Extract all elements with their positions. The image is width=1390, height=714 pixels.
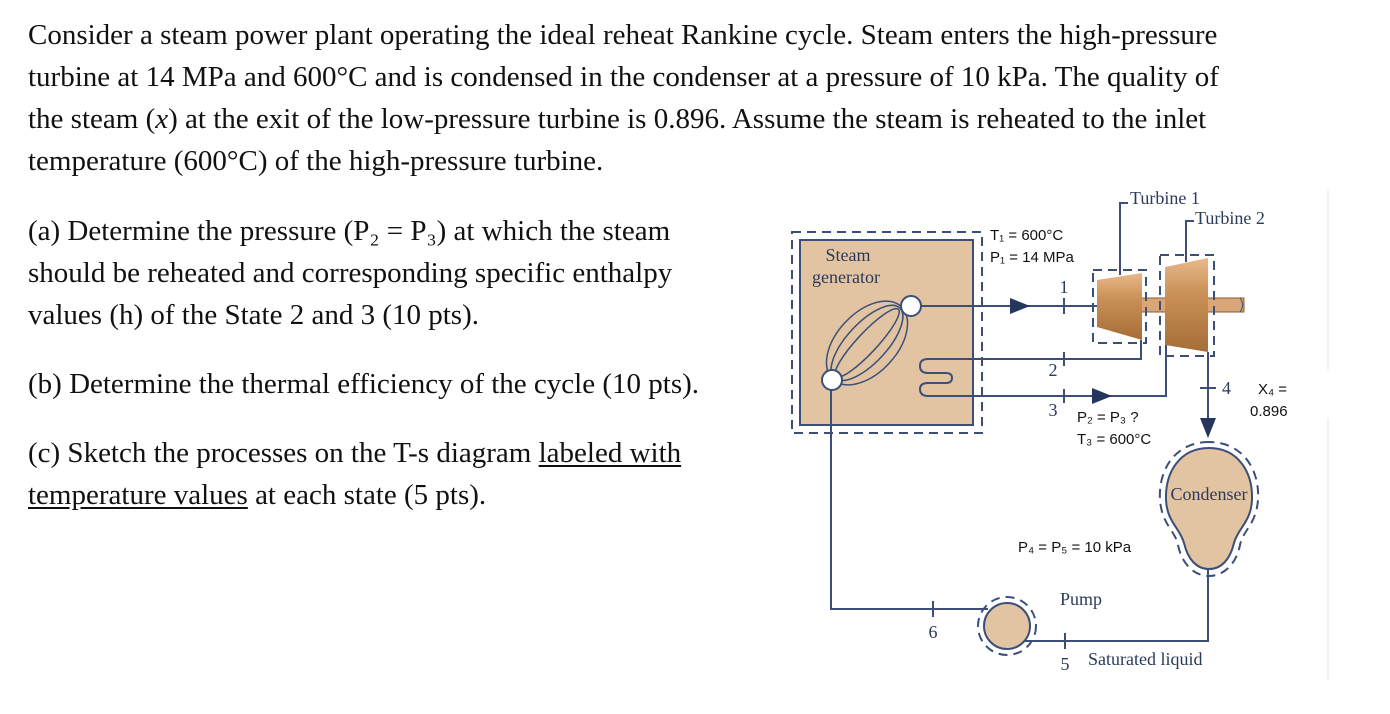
state-1-label: 1 [1060, 277, 1069, 297]
part-b: (b) Determine the thermal efficiency of … [28, 368, 700, 400]
underlined-text: temperature values [28, 479, 248, 511]
intro-line-3: the steam (x) at the exit of the low-pre… [28, 102, 1206, 136]
state-2-label: 2 [1049, 360, 1058, 380]
leader [1119, 202, 1128, 275]
underlined-text: labeled with [538, 437, 682, 469]
turbine-1-boundary [1092, 269, 1147, 344]
part-c-line-1: (c) Sketch the processes on the T-s diag… [28, 436, 681, 470]
steam-generator-label: Steam [826, 245, 871, 265]
boiler-outlet [900, 295, 922, 317]
saturated-liquid-label: Saturated liquid [1088, 649, 1202, 669]
state-2-3-pressure: P₂ = P₃ ? [1077, 409, 1139, 426]
steam-generator-label: generator [812, 267, 880, 287]
boiler-inlet [821, 369, 843, 391]
state-4-quality: X₄ = [1258, 381, 1287, 398]
steam-generator-boundary [791, 231, 983, 434]
state-6-label: 6 [929, 622, 938, 642]
turbine-1-label: Turbine 1 [1130, 188, 1200, 208]
state-1-pressure: P₁ = 14 MPa [990, 249, 1075, 266]
part-a-line-1: (a) Determine the pressure (P₂ = P₃) at … [28, 215, 671, 247]
text: (c) Sketch the processes on the T-s diag… [28, 437, 539, 469]
turbine-1 [1097, 273, 1142, 340]
text: ) at the exit of the low-pressure turbin… [168, 103, 1207, 135]
state-4-label: 4 [1222, 378, 1231, 398]
condenser-label: Condenser [1171, 484, 1248, 504]
intro-line-4: temperature (600°C) of the high-pressure… [28, 145, 604, 177]
steam-generator [799, 239, 974, 426]
state-5-label: 5 [1061, 654, 1070, 674]
part-a-line-3: values (h) of the State 2 and 3 (10 pts)… [28, 299, 480, 331]
shaft-end [1239, 297, 1243, 313]
state-3-temperature: T₃ = 600°C [1077, 431, 1151, 448]
pump-label: Pump [1060, 589, 1102, 609]
state-3-label: 3 [1049, 400, 1058, 420]
part-c-line-2: temperature values at each state (5 pts)… [28, 478, 486, 512]
pump [983, 602, 1031, 650]
intro-line-1: Consider a steam power plant operating t… [28, 19, 1218, 51]
state-4-quality-value: 0.896 [1250, 403, 1288, 420]
pipe-state-6 [830, 390, 988, 610]
state-1-temperature: T₁ = 600°C [990, 227, 1063, 244]
part-a-line-2: should be reheated and corresponding spe… [28, 257, 673, 289]
text: the steam ( [28, 103, 156, 135]
text: at each state (5 pts). [247, 479, 487, 511]
pump-boundary [977, 596, 1037, 656]
leader [1185, 220, 1194, 262]
reheat-pipe [918, 340, 1167, 397]
intro-line-2: turbine at 14 MPa and 600°C and is conde… [28, 61, 1219, 93]
low-pressure-label: P₄ = P₅ = 10 kPa [1018, 539, 1132, 556]
turbine-2-label: Turbine 2 [1195, 208, 1265, 228]
turbine-2 [1165, 258, 1208, 352]
turbine-2-boundary [1159, 254, 1215, 357]
quality-variable: x [155, 103, 169, 135]
pipe-state-5 [1007, 569, 1209, 642]
